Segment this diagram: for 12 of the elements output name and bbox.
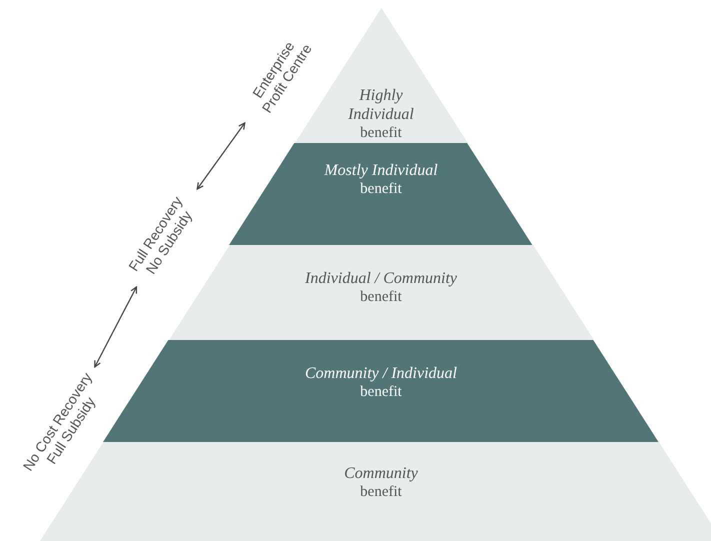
band-text: benefit (360, 180, 402, 199)
band-text: benefit (360, 288, 402, 307)
band-text: benefit (360, 483, 402, 502)
band-title: Individual / Community (305, 269, 457, 288)
band-title: Highly Individual (347, 86, 415, 124)
band-title: Community (344, 464, 418, 483)
band-text: benefit (360, 383, 402, 402)
double-arrow (94, 286, 138, 368)
double-arrow (196, 122, 246, 190)
band-title: Mostly Individual (324, 161, 438, 180)
band-text: benefit (360, 124, 402, 143)
band-title: Community / Individual (305, 364, 457, 383)
